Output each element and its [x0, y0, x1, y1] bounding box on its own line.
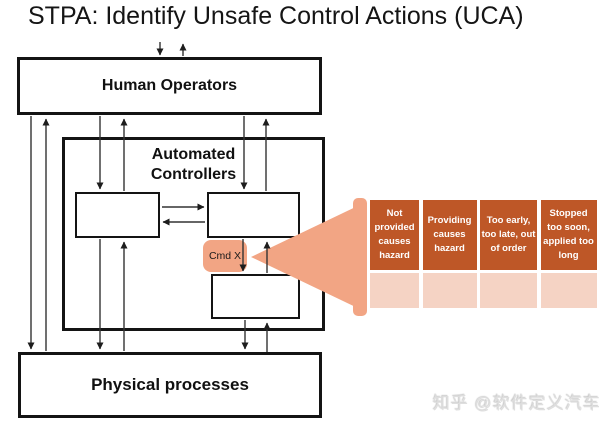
right-controller-box: [207, 192, 300, 238]
uca-table-left-bar: [353, 198, 367, 316]
uca-table: Not provided causes hazard Providing cau…: [370, 200, 597, 308]
uca-cell-providing: [422, 273, 477, 308]
automated-controllers-label: Automated Controllers: [150, 146, 237, 183]
human-operators-label: Human Operators: [101, 77, 238, 94]
uca-cell-stopped-too-soon: [540, 273, 597, 308]
left-controller-box: [75, 192, 160, 238]
physical-processes-box: Physical processes: [18, 352, 322, 418]
watermark: 知乎 @软件定义汽车: [433, 394, 600, 413]
slide-title: STPA: Identify Unsafe Control Actions (U…: [28, 2, 524, 30]
uca-header-not-provided: Not provided causes hazard: [370, 200, 419, 270]
uca-header-stopped-too-soon: Stopped too soon, applied too long: [540, 200, 597, 270]
lower-controller-box: [211, 274, 300, 319]
physical-processes-label: Physical processes: [91, 375, 249, 394]
uca-header-too-early-late: Too early, too late, out of order: [480, 200, 537, 270]
human-operators-box: Human Operators: [17, 57, 322, 115]
uca-cell-too-early-late: [480, 273, 537, 308]
cmd-x-label: Cmd X: [203, 240, 247, 272]
uca-header-providing: Providing causes hazard: [422, 200, 477, 270]
uca-cell-not-provided: [370, 273, 419, 308]
